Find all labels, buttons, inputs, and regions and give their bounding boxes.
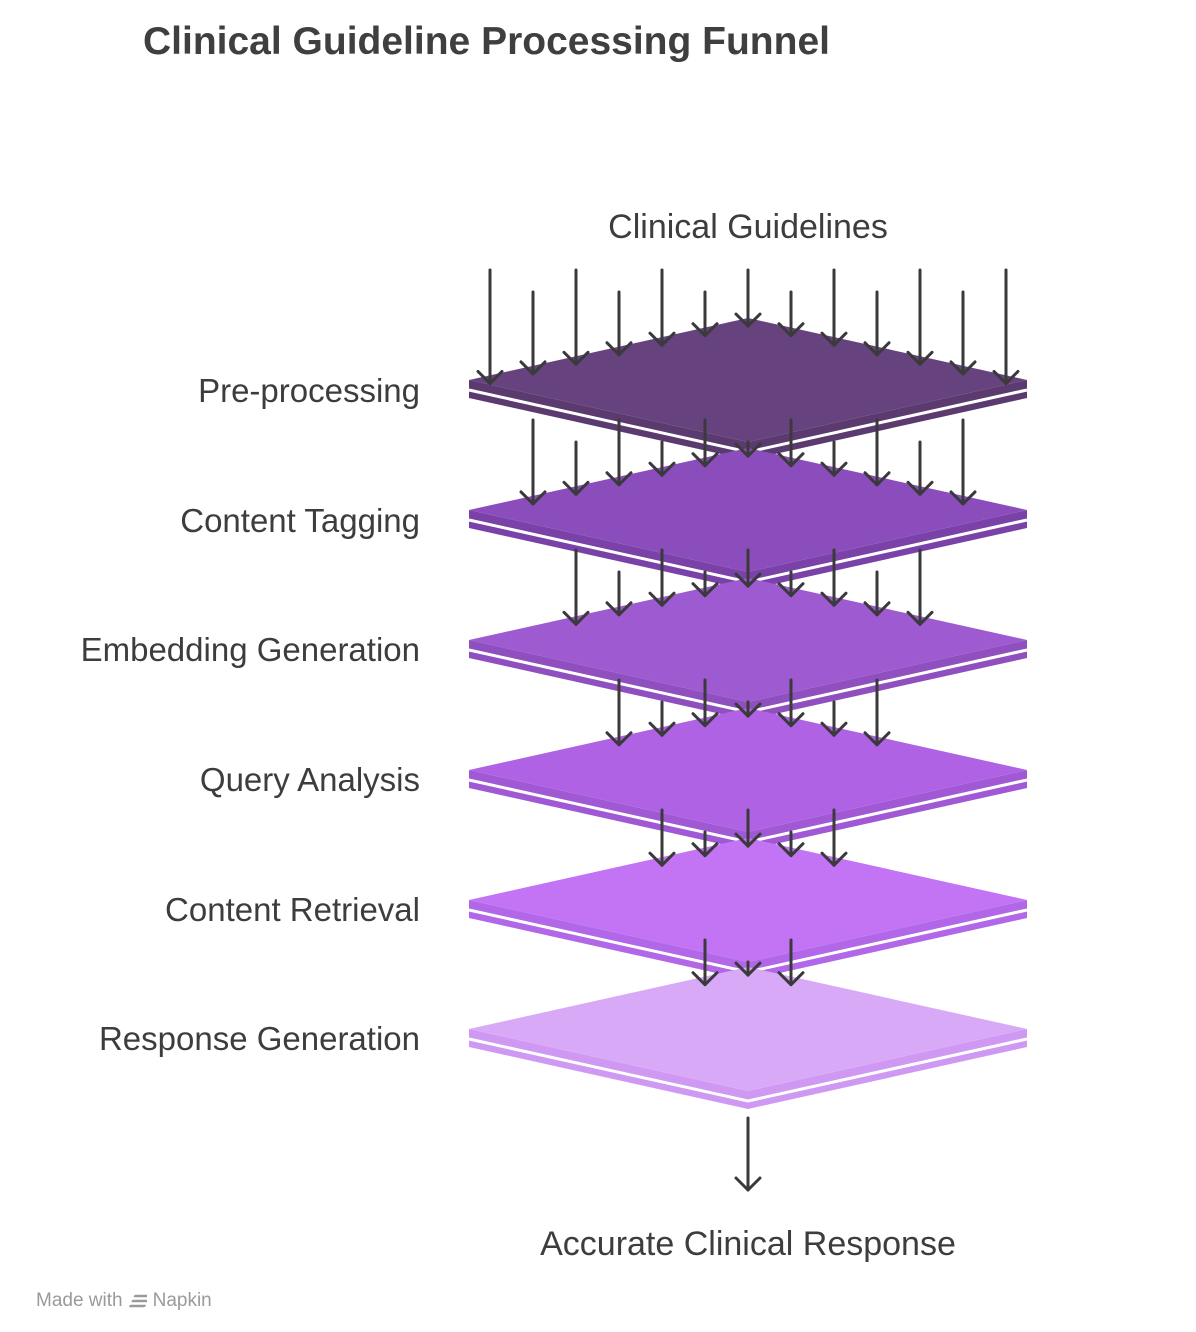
arrow-into-stage-1 <box>992 268 1020 385</box>
arrow-output <box>734 1116 762 1192</box>
funnel-layer-6 <box>468 967 1028 1109</box>
arrow-into-stage-1 <box>648 268 676 347</box>
layer-edge-highlight <box>468 1037 1028 1103</box>
arrow-into-stage-3 <box>648 548 676 607</box>
arrow-into-stage-5 <box>820 808 848 867</box>
arrow-into-stage-1 <box>476 268 504 385</box>
watermark-brand: Napkin <box>152 1290 212 1311</box>
arrow-into-stage-2 <box>734 440 762 458</box>
arrow-into-stage-4 <box>863 678 891 747</box>
funnel-layers <box>468 268 1028 1192</box>
arrow-into-stage-2 <box>777 418 805 468</box>
arrow-into-stage-2 <box>691 418 719 468</box>
arrow-into-stage-6 <box>691 938 719 987</box>
layer-top <box>469 318 1027 442</box>
arrow-into-stage-4 <box>691 678 719 728</box>
page-title: Clinical Guideline Processing Funnel <box>143 20 830 63</box>
arrow-into-stage-4 <box>777 678 805 728</box>
output-label: Accurate Clinical Response <box>540 1225 956 1263</box>
arrow-into-stage-6 <box>777 938 805 987</box>
watermark-prefix: Made with <box>36 1290 123 1311</box>
stage-label-query-analysis: Query Analysis <box>199 761 420 798</box>
arrow-into-stage-2 <box>906 440 934 496</box>
funnel-layer-5 <box>468 838 1028 980</box>
arrow-into-stage-4 <box>605 678 633 747</box>
arrow-into-stage-3 <box>863 570 891 617</box>
arrow-into-stage-1 <box>734 268 762 328</box>
layer-top <box>469 448 1027 572</box>
arrow-into-stage-1 <box>906 268 934 366</box>
arrow-into-stage-1 <box>820 268 848 347</box>
layer-top <box>469 838 1027 962</box>
napkin-logo-icon <box>128 1292 151 1310</box>
arrow-into-stage-1 <box>605 290 633 357</box>
arrow-into-stage-3 <box>605 570 633 617</box>
layer-top <box>469 578 1027 702</box>
arrow-into-stage-3 <box>734 548 762 588</box>
arrow-into-stage-4 <box>734 700 762 718</box>
watermark: Made with Napkin <box>36 1290 212 1312</box>
funnel-layer-3 <box>468 578 1028 720</box>
arrow-into-stage-6 <box>734 960 762 977</box>
stage-label-embedding-generation: Embedding Generation <box>80 631 420 668</box>
arrow-into-stage-1 <box>777 290 805 338</box>
arrow-into-stage-3 <box>820 548 848 607</box>
arrow-into-stage-2 <box>562 440 590 496</box>
arrow-into-stage-1 <box>562 268 590 366</box>
arrow-into-stage-2 <box>949 418 977 506</box>
arrow-into-stage-5 <box>648 808 676 867</box>
layer-top <box>469 708 1027 832</box>
arrow-into-stage-2 <box>605 418 633 487</box>
stage-label-content-tagging: Content Tagging <box>180 502 420 539</box>
stage-label-response-generation: Response Generation <box>98 1020 420 1057</box>
arrow-into-stage-5 <box>691 830 719 858</box>
funnel-layer-1 <box>468 318 1028 460</box>
arrow-into-stage-4 <box>648 700 676 737</box>
arrow-into-stage-5 <box>777 830 805 858</box>
layer-side <box>469 1029 1027 1109</box>
arrow-into-stage-3 <box>777 570 805 598</box>
arrow-into-stage-2 <box>648 440 676 477</box>
stage-label-pre-processing: Pre-processing <box>198 372 420 409</box>
arrow-into-stage-2 <box>863 418 891 487</box>
input-label: Clinical Guidelines <box>608 208 888 246</box>
arrow-into-stage-1 <box>949 290 977 376</box>
arrow-into-stage-3 <box>562 548 590 626</box>
arrow-into-stage-2 <box>820 440 848 477</box>
layer-top <box>469 967 1027 1091</box>
arrow-into-stage-2 <box>519 418 547 506</box>
arrow-into-stage-1 <box>863 290 891 357</box>
stage-label-content-retrieval: Content Retrieval <box>165 891 420 928</box>
arrow-into-stage-3 <box>906 548 934 626</box>
arrow-into-stage-1 <box>691 290 719 338</box>
arrow-into-stage-5 <box>734 808 762 848</box>
arrow-into-stage-1 <box>519 290 547 376</box>
arrow-into-stage-4 <box>820 700 848 737</box>
arrow-into-stage-3 <box>691 570 719 598</box>
